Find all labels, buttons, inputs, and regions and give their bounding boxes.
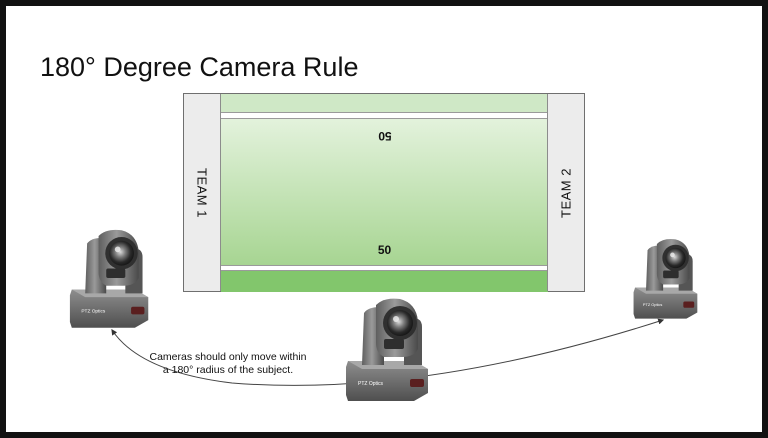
field-bottom-strip xyxy=(221,270,548,292)
ptz-camera-icon xyxy=(632,232,702,326)
team-2-label: TEAM 2 xyxy=(558,167,574,218)
team-1-label: TEAM 1 xyxy=(194,167,210,218)
endzone-team-2: TEAM 2 xyxy=(547,94,584,291)
camera-rule-caption: Cameras should only move within a 180° r… xyxy=(149,351,307,376)
ptz-camera-icon xyxy=(68,224,154,334)
football-field: TEAM 1 50 50 TEAM 2 xyxy=(183,93,585,292)
page-title: 180° Degree Camera Rule xyxy=(40,52,359,82)
ptz-camera-icon xyxy=(344,294,434,406)
field-turf: 50 50 xyxy=(221,118,548,266)
endzone-team-1: TEAM 1 xyxy=(184,94,221,291)
yard-line-label-bottom: 50 xyxy=(377,243,392,257)
yard-line-label-top: 50 xyxy=(377,129,392,143)
field-top-strip xyxy=(221,94,548,113)
